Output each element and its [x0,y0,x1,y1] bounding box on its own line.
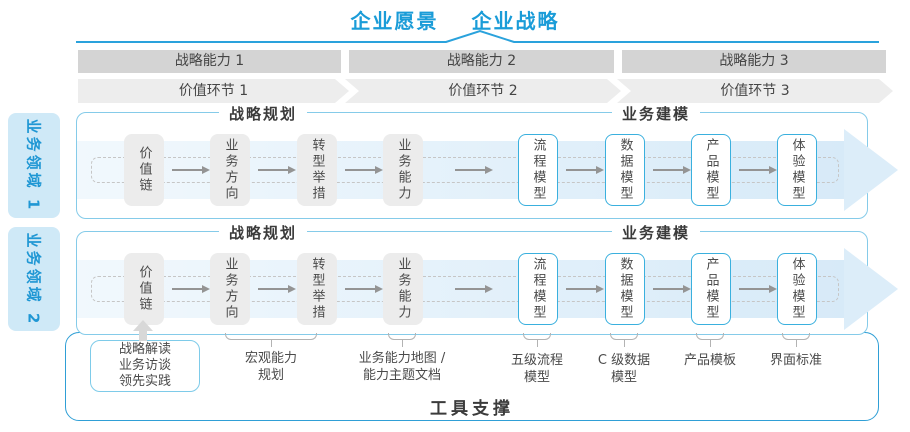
box-business-capability: 业务能力 [383,134,423,206]
value-link-2: 价值环节 2 [345,79,621,103]
business-domain-2-label: 业务领域 2 [24,232,43,326]
up-arrow-stem [139,330,147,341]
box-experience-model: 体验模型 [777,134,817,206]
flow-arrow-icon [455,166,493,174]
strategy-capability-3: 战略能力 3 [622,50,886,73]
box-transformation-measures: 转型举措 [297,253,337,325]
bracket-process-model [523,333,551,347]
page-title: 企业愿景 企业战略 [0,5,910,34]
box-value-chain: 价值链 [124,134,164,206]
flow-arrow-icon [345,166,383,174]
flow-band-arrowhead-icon [844,129,898,211]
flow-arrow-icon [258,285,296,293]
box-business-direction: 业务方向 [210,134,250,206]
title-underline-chevron [76,29,879,43]
flow-dashed-outline [91,276,839,302]
tool-support-label: 工具支撑 [430,399,514,419]
business-domain-1-label: 业务领域 1 [24,118,43,213]
flow-arrow-icon [455,285,493,293]
process-row: 价值链 业务方向 转型举措 业务能力 流程模型 数据模型 产品模型 体验模型 战… [76,222,898,335]
ui-standard-label: 界面标准 [769,353,822,368]
strategy-capability-1: 战略能力 1 [78,50,341,73]
box-transformation-measures: 转型举措 [297,134,337,206]
flow-band-arrowhead-icon [844,248,898,330]
business-domain-2: 业务领域 2 [8,227,60,331]
flow-arrow-icon [566,166,604,174]
bracket-ui-standard [782,333,810,347]
strategy-title: 企业战略 [471,9,560,33]
flow-arrow-icon [566,285,604,293]
practice-line: 业务访谈 [118,358,171,373]
flow-arrow-icon [345,285,383,293]
flow-arrow-icon [653,166,691,174]
box-business-direction: 业务方向 [210,253,250,325]
business-modeling-header: 业务建模 [611,103,701,124]
box-product-model: 产品模型 [691,134,731,206]
process-row: 价值链 业务方向 转型举措 业务能力 流程模型 数据模型 产品模型 体验模型 战… [76,103,898,219]
box-process-model: 流程模型 [518,134,558,206]
data-model-label: C 级数据 模型 [597,353,651,385]
strategy-capability-2: 战略能力 2 [349,50,614,73]
product-template-label: 产品模板 [683,353,736,368]
bracket-macro-capability [225,333,317,347]
flow-arrow-icon [739,285,777,293]
box-business-capability: 业务能力 [383,253,423,325]
capability-map-label: 业务能力地图 / 能力主题文档 [358,351,446,383]
business-domain-1: 业务领域 1 [8,113,60,218]
box-data-model: 数据模型 [605,134,645,206]
bracket-data-model [610,333,638,347]
box-value-chain: 价值链 [124,253,164,325]
flow-dashed-outline [91,157,839,183]
flow-arrow-icon [739,166,777,174]
strategic-planning-header: 战略规划 [218,103,308,124]
up-arrow-icon [133,320,153,331]
flow-arrow-icon [653,285,691,293]
flow-arrow-icon [258,166,296,174]
value-link-1: 价值环节 1 [78,79,349,103]
bracket-product-template [696,333,724,347]
flow-arrow-icon [172,285,210,293]
practice-input-box: 战略解读 业务访谈 领先实践 [90,340,200,392]
vision-title: 企业愿景 [350,9,439,33]
practice-line: 战略解读 [118,342,171,357]
box-data-model: 数据模型 [605,253,645,325]
bracket-capability-map [388,333,416,347]
business-modeling-header: 业务建模 [611,222,701,243]
box-experience-model: 体验模型 [777,253,817,325]
value-link-3: 价值环节 3 [617,79,893,103]
practice-line: 领先实践 [118,374,171,389]
box-product-model: 产品模型 [691,253,731,325]
strategic-planning-header: 战略规划 [218,222,308,243]
macro-capability-label: 宏观能力 规划 [244,351,297,383]
box-process-model: 流程模型 [518,253,558,325]
process-model-label: 五级流程 模型 [510,353,563,385]
flow-arrow-icon [172,166,210,174]
